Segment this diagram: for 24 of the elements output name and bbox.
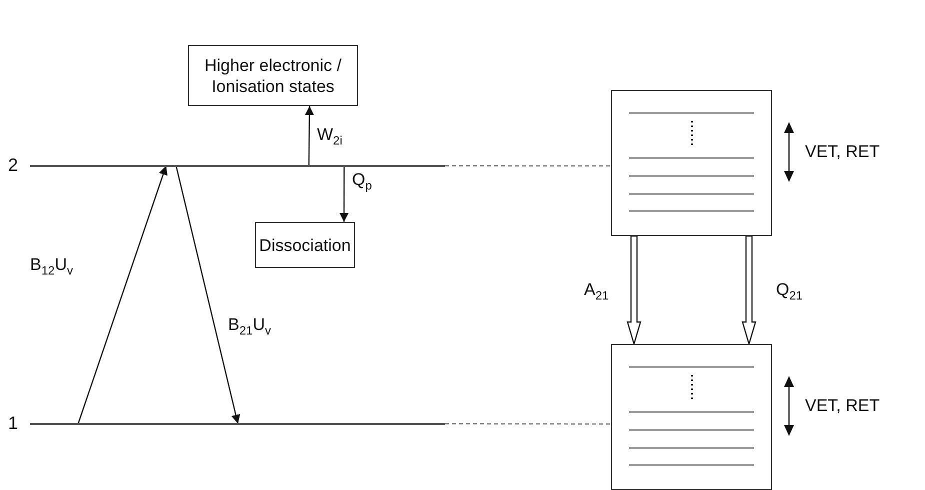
transfer-label: VET, RET (805, 396, 880, 416)
transfer-label: VET, RET (805, 142, 880, 162)
transition-arrow (78, 166, 168, 424)
level-number: 2 (8, 154, 18, 176)
energy-band-box (611, 90, 772, 236)
dashed-connector (444, 165, 612, 166)
level-number: 1 (8, 412, 18, 434)
state-box (188, 45, 358, 106)
transition-arrow (340, 166, 349, 222)
transition-arrow (176, 166, 240, 424)
edge-label: B$_{12}$U$_{v}$ (30, 255, 73, 280)
hollow-arrow (626, 235, 642, 346)
state-label: Dissociation (259, 234, 351, 256)
edge-label: W$_{2i}$ (317, 125, 342, 150)
transition-arrow (304, 106, 314, 166)
edge-label: B$_{21}$U$_{v}$ (228, 315, 271, 340)
energy-band-box (611, 344, 772, 490)
dashed-connector (444, 423, 612, 424)
edge-label: Q$_{p}$ (352, 170, 372, 194)
edge-label: A$_{21}$ (584, 280, 609, 304)
edge-label: Q$_{21}$ (776, 280, 803, 304)
hollow-arrow (742, 235, 756, 346)
state-label: Higher electronic / Ionisation states (203, 54, 342, 96)
state-box (255, 222, 355, 268)
